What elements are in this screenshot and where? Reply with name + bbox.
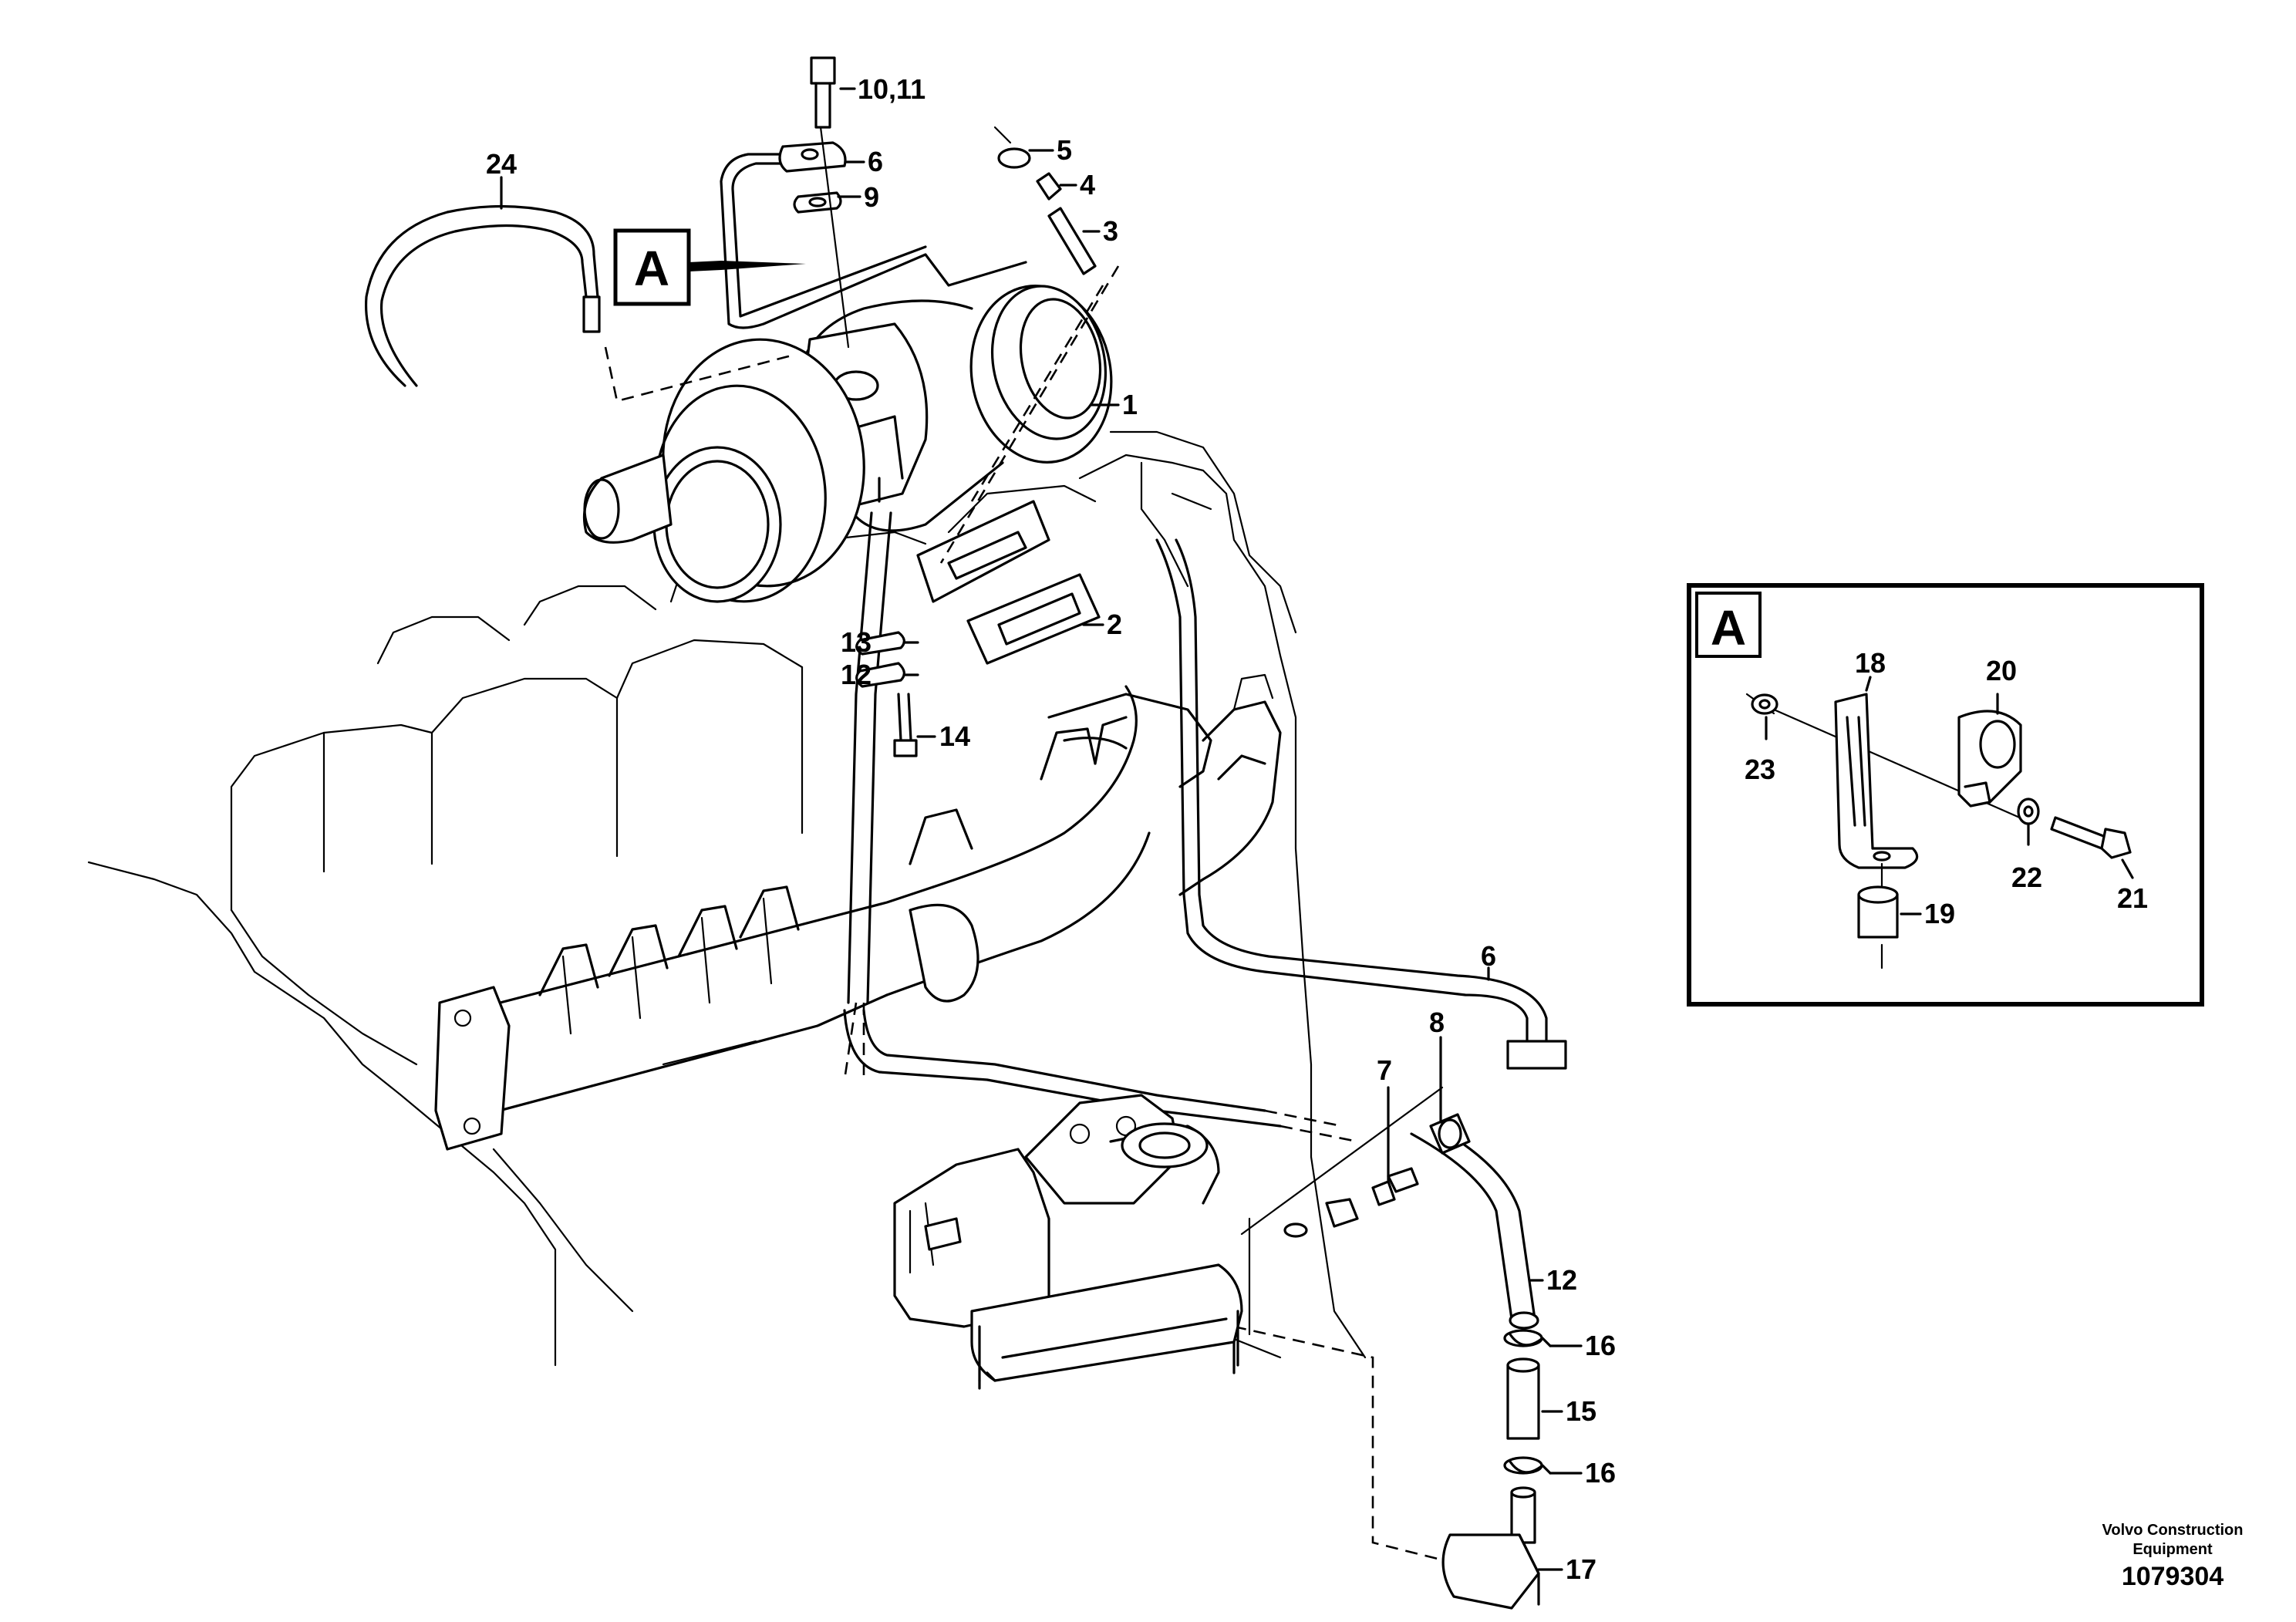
callout-13: 13 [841,626,872,658]
callout-labels: 10,11 6 9 5 4 3 1 2 13 12 14 24 6 8 7 12… [486,73,2148,1585]
callout-5: 5 [1057,134,1072,166]
turbocharger [582,285,1113,603]
company-name-line1: Volvo Construction [2102,1522,2244,1539]
gaskets [916,500,1101,665]
view-marker-a-text: A [634,241,669,296]
callout-24: 24 [486,148,517,180]
oil-pipes [364,153,1567,1330]
callout-12-top: 12 [841,659,872,690]
callout-9: 9 [864,181,879,213]
detail-view-a-title: A [1711,600,1746,656]
footer: Volvo Construction Equipment 1079304 [2102,1522,2244,1591]
callout-1: 1 [1122,389,1138,420]
callout-4: 4 [1080,169,1095,201]
callout-15: 15 [1566,1395,1596,1427]
document-number: 1079304 [2122,1562,2224,1591]
fittings [1240,1086,1471,1238]
hose-assembly [1441,1329,1552,1610]
callout-12-bottom: 12 [1546,1264,1577,1296]
view-marker-a: A [613,228,806,306]
callout-20: 20 [1986,655,2017,686]
callout-3: 3 [1103,215,1118,247]
callout-14: 14 [939,720,970,752]
callout-16-top: 16 [1585,1330,1616,1361]
assembly-leaders [604,265,1466,1567]
callout-22: 22 [2011,862,2042,893]
callout-19: 19 [1924,898,1955,929]
detail-view-a: A [1687,583,2204,1007]
callout-6-top: 6 [868,146,883,177]
callout-23: 23 [1745,754,1775,785]
callout-17: 17 [1566,1553,1596,1585]
exhaust-manifold [434,673,1282,1151]
callout-18: 18 [1855,647,1886,679]
oil-filter-housing [893,1094,1243,1390]
callout-2: 2 [1107,609,1122,640]
callout-6-bottom: 6 [1481,940,1496,972]
callout-21: 21 [2117,882,2148,914]
callout-16-bottom: 16 [1585,1457,1616,1489]
callout-10-11: 10,11 [858,73,925,105]
callout-8: 8 [1429,1007,1445,1038]
callout-leaders [500,87,2134,1571]
company-name-line2: Equipment [2132,1541,2213,1558]
callout-7: 7 [1377,1054,1392,1086]
